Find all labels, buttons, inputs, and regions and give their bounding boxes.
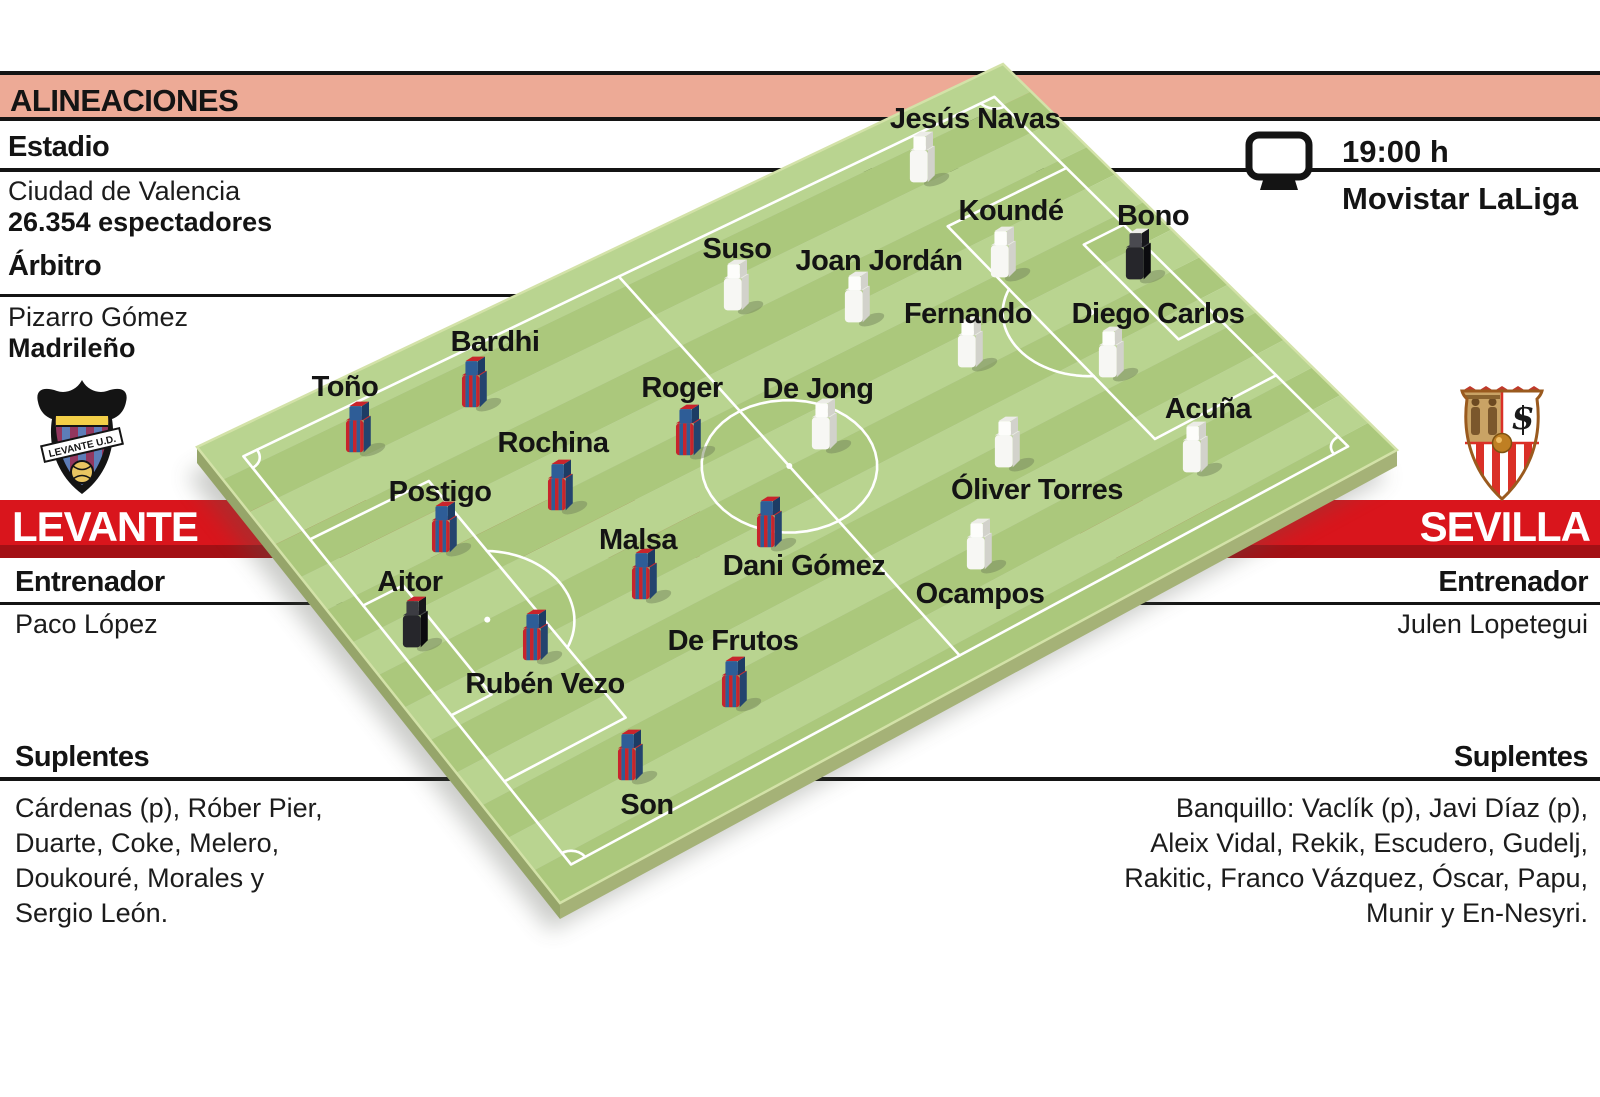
- player-figure-levante: [334, 399, 388, 468]
- player-figure-sevilla: [1171, 419, 1225, 488]
- substitutes-line: Cárdenas (p), Róber Pier,: [15, 793, 323, 823]
- levante-subs-label: Suplentes: [15, 741, 150, 773]
- substitutes-line: Duarte, Coke, Melero,: [15, 828, 280, 858]
- player-name-label: Toño: [311, 371, 379, 403]
- sevilla-crest: S: [1452, 385, 1552, 512]
- substitutes-line: Rakitic, Franco Vázquez, Óscar, Papu,: [1124, 863, 1588, 893]
- player-figure-sevilla: [800, 396, 854, 465]
- substitutes-line: Doukouré, Morales y: [15, 863, 265, 893]
- referee-label: Árbitro: [8, 250, 102, 282]
- player-figure-levante: [710, 654, 764, 723]
- tv-channel: Movistar LaLiga: [1342, 181, 1578, 216]
- player-name-label: Fernando: [903, 298, 1033, 330]
- levante-crest: LEVANTE U.D.: [30, 378, 134, 513]
- estadio-label: Estadio: [8, 131, 110, 163]
- levante-name: LEVANTE: [12, 503, 199, 550]
- sevilla-coach-label: Entrenador: [1438, 566, 1588, 598]
- substitutes-line: Aleix Vidal, Rekik, Escudero, Gudelj,: [1150, 828, 1588, 858]
- header-band: [0, 75, 1600, 117]
- player-figure-sevilla: [946, 314, 1000, 383]
- player-name-label: Ocampos: [915, 578, 1045, 610]
- player-name-label: De Frutos: [667, 625, 799, 657]
- substitutes-line: Sergio León.: [15, 898, 169, 928]
- player-figure-sevilla: [979, 224, 1033, 293]
- sevilla-subs-rule: [790, 777, 1600, 781]
- player-name-label: Acuña: [1164, 393, 1252, 425]
- substitutes-line: Banquillo: Vaclík (p), Javi Díaz (p),: [1175, 793, 1588, 823]
- header-band-rule: [0, 117, 1600, 121]
- tv-icon: [1244, 130, 1314, 199]
- attendance: 26.354 espectadores: [8, 207, 273, 237]
- player-name-label: Bono: [1116, 200, 1190, 232]
- player-name-label: Dani Gómez: [722, 550, 886, 582]
- player-name-label: Son: [620, 789, 674, 821]
- player-figure-sevilla: [983, 414, 1037, 483]
- player-figure-levante: [511, 607, 565, 676]
- player-name-label: Diego Carlos: [1071, 298, 1245, 330]
- player-figure-sevilla: [898, 129, 952, 198]
- levante-subs-rule: [0, 777, 450, 781]
- player-figure-sevilla: [1087, 324, 1141, 393]
- referee-rule: [0, 294, 520, 297]
- sevilla-coach-rule: [1060, 602, 1600, 605]
- page-title: ALINEACIONES: [10, 83, 239, 118]
- player-figure-sevilla: [833, 269, 887, 338]
- levante-coach-label: Entrenador: [15, 566, 165, 598]
- levante-coach-name: Paco López: [15, 609, 158, 639]
- player-figure-levante: [745, 494, 799, 563]
- player-figure-sevilla-goalkeeper: [1114, 226, 1168, 295]
- venue-name: Ciudad de Valencia: [8, 176, 241, 206]
- player-figure-levante: [450, 354, 504, 423]
- top-rule: [0, 71, 1600, 75]
- player-name-label: Rochina: [497, 427, 609, 459]
- player-figure-sevilla: [712, 257, 766, 326]
- levante-subs-list: Cárdenas (p), Róber Pier, Duarte, Coke, M…: [15, 791, 323, 931]
- sevilla-name: SEVILLA: [1419, 503, 1591, 550]
- sevilla-subs-list: Banquillo: Vaclík (p), Javi Díaz (p), Ale…: [1124, 791, 1588, 931]
- referee-origin: Madrileño: [8, 333, 136, 363]
- player-figure-levante: [606, 727, 660, 796]
- sevilla-subs-label: Suplentes: [1453, 741, 1589, 773]
- player-name-label: Bardhi: [450, 326, 540, 358]
- substitutes-line: Munir y En-Nesyri.: [1365, 898, 1588, 928]
- player-name-label: Joan Jordán: [795, 245, 963, 277]
- player-name-label: Suso: [702, 233, 772, 265]
- sevilla-coach-name: Julen Lopetegui: [1397, 609, 1588, 639]
- kickoff-time: 19:00 h: [1342, 134, 1449, 169]
- player-name-label: Roger: [641, 372, 723, 404]
- referee-name: Pizarro Gómez: [8, 302, 189, 332]
- player-figure-levante: [664, 402, 718, 471]
- player-name-label: De Jong: [762, 373, 874, 405]
- player-figure-sevilla: [955, 516, 1009, 585]
- levante-coach-rule: [0, 602, 400, 605]
- player-name-label: Koundé: [958, 195, 1064, 227]
- player-name-label: Aitor: [377, 566, 443, 598]
- player-name-label: Rubén Vezo: [465, 668, 625, 700]
